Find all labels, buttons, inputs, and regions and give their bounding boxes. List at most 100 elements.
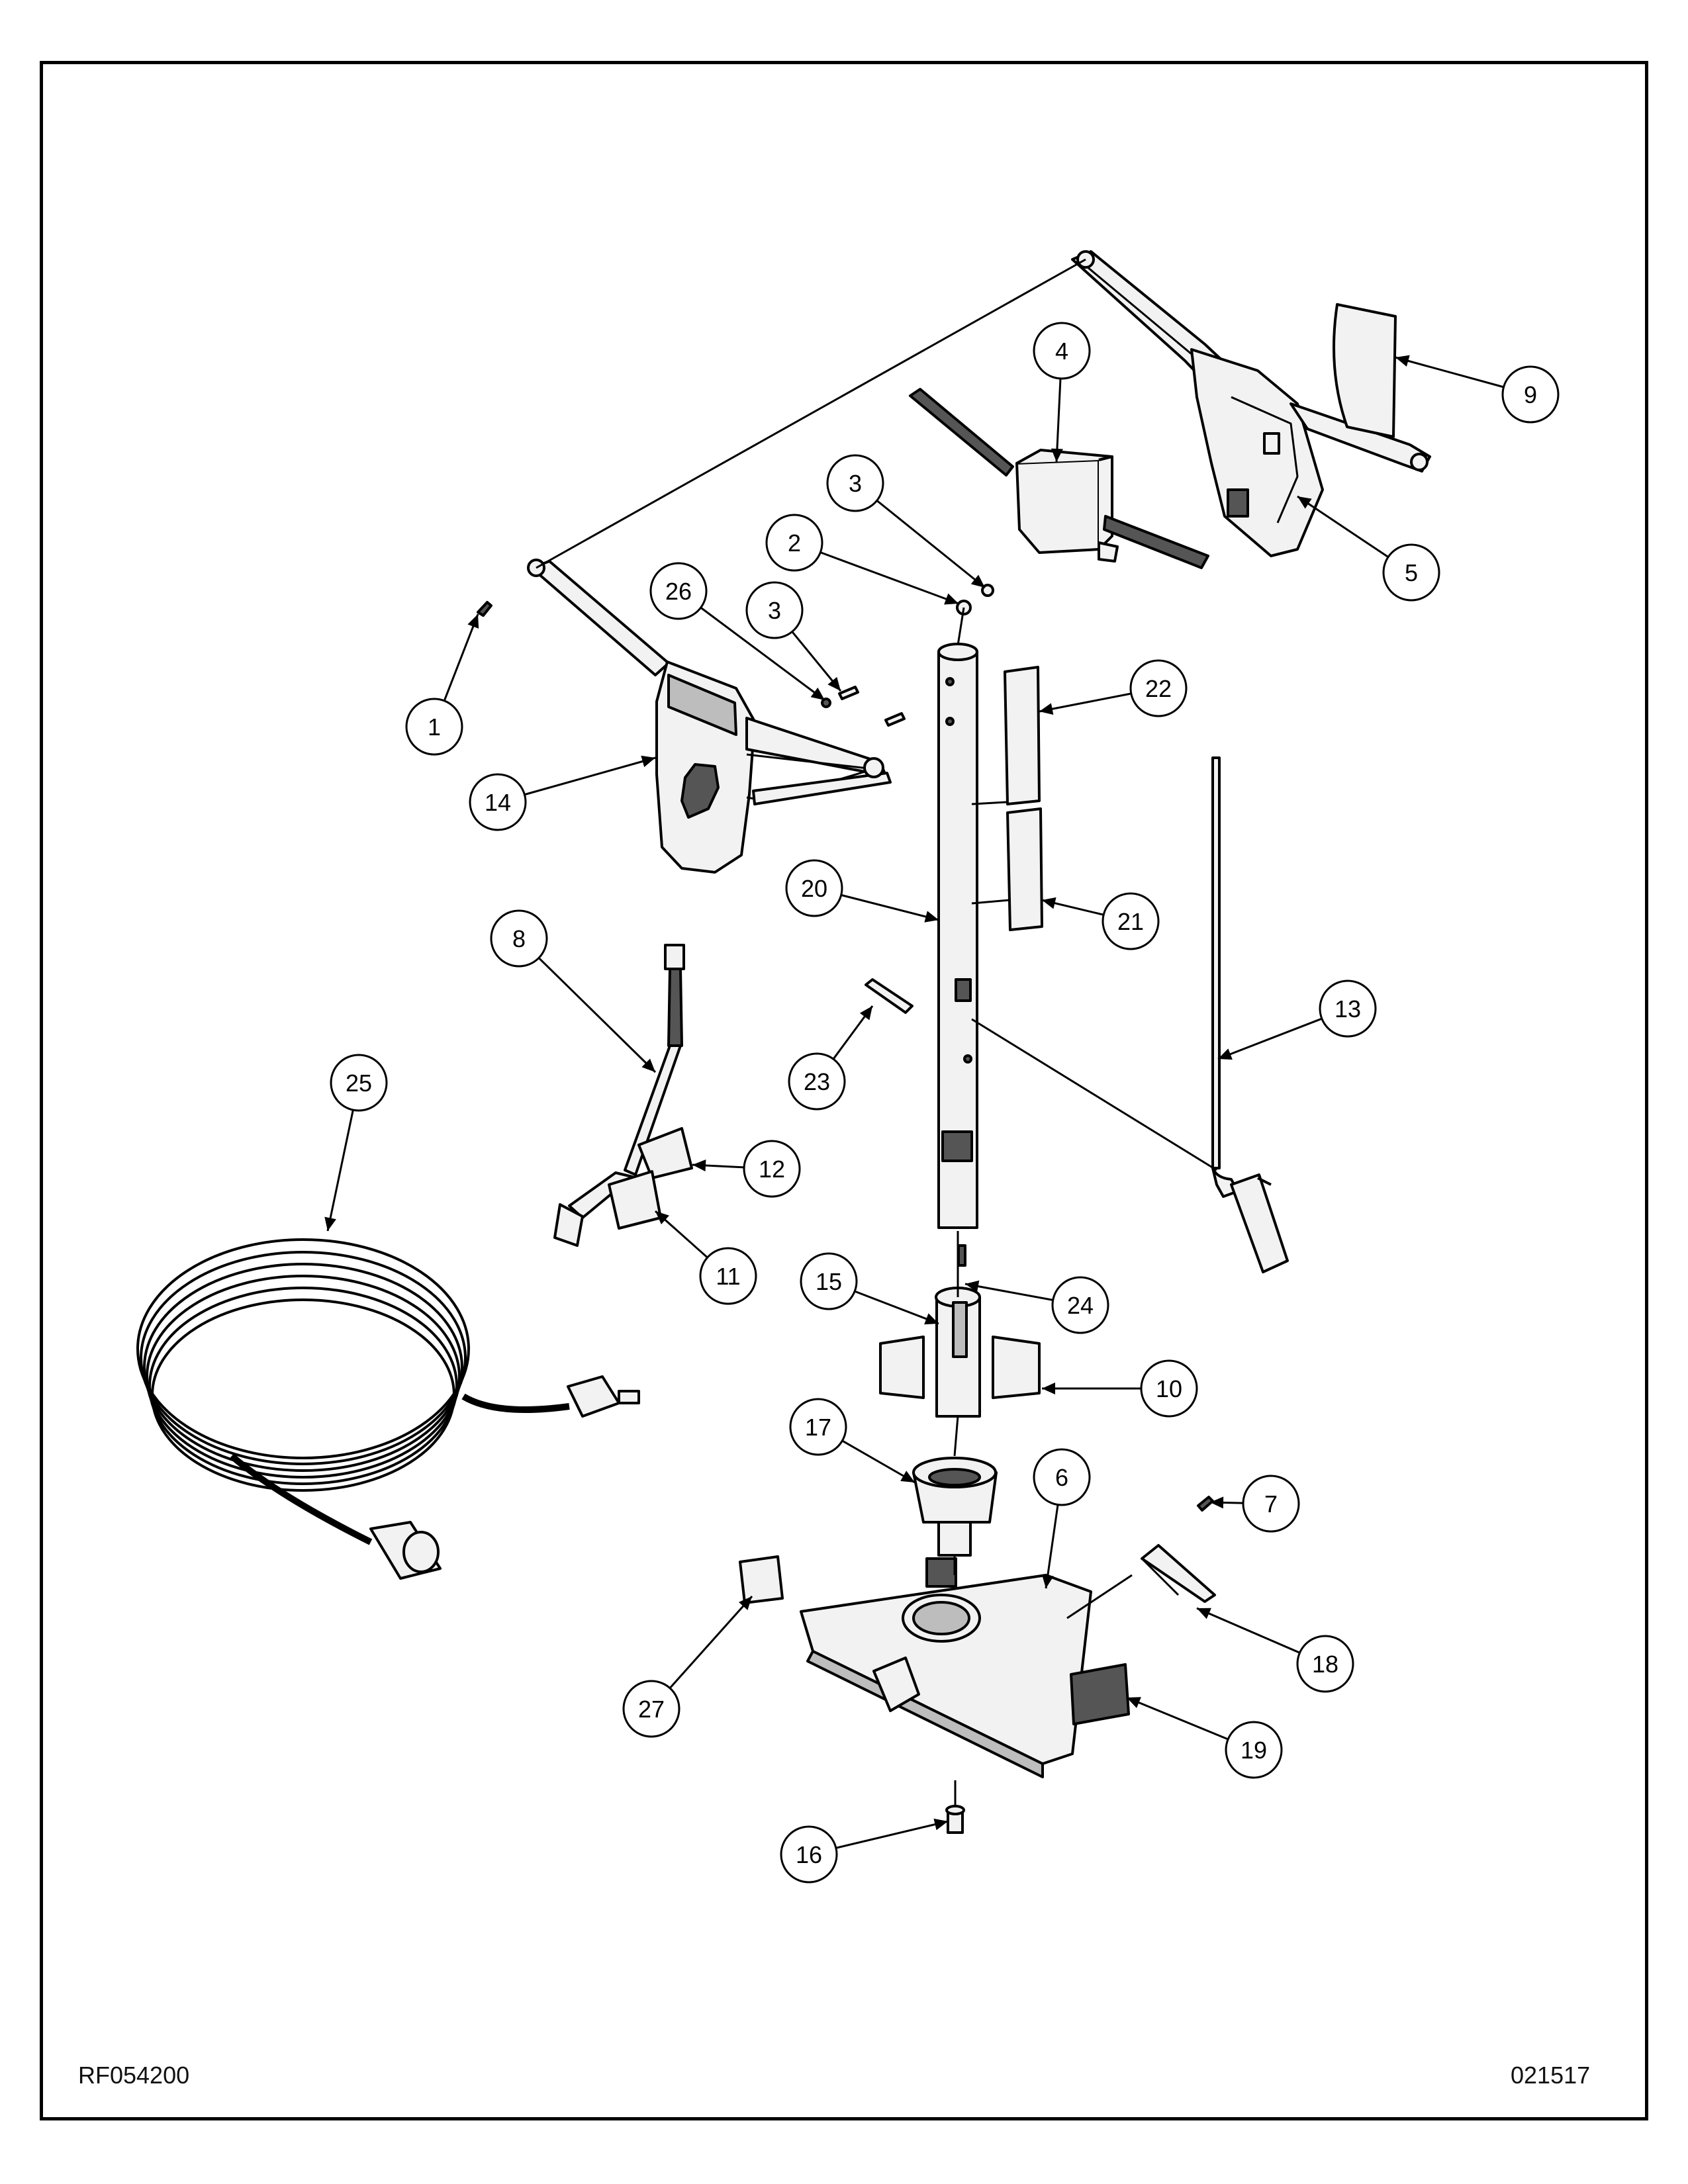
leader-arrow-1	[467, 614, 479, 629]
callout-number-19: 19	[1241, 1737, 1267, 1764]
leader-line-15	[854, 1290, 939, 1325]
part-8-power-lead	[553, 944, 685, 1247]
part-15-tube-coupler	[935, 1287, 981, 1418]
leader-arrow-3a	[970, 574, 985, 588]
callout-number-5: 5	[1405, 559, 1418, 586]
callout-number-12: 12	[759, 1156, 785, 1183]
callout-number-7: 7	[1264, 1490, 1278, 1518]
callout-number-4: 4	[1055, 338, 1068, 365]
leader-arrow-16	[933, 1818, 948, 1831]
callout-number-1: 1	[428, 713, 441, 741]
callout-circle-6	[1033, 1448, 1091, 1506]
leader-line-9	[1395, 356, 1504, 388]
callout-circle-4	[1033, 322, 1091, 380]
callout-circle-13	[1319, 979, 1377, 1038]
leader-arrow-20	[924, 911, 939, 923]
leader-arrow-17	[900, 1471, 915, 1482]
drawing-number: RF054200	[78, 2062, 190, 2089]
leader-arrow-9	[1395, 355, 1410, 367]
callout-balloons: 1233456789101112131415161718192021222324…	[324, 322, 1560, 1884]
leader-line-16	[835, 1820, 949, 1849]
callout-circle-24	[1051, 1276, 1109, 1334]
leader-arrow-19	[1127, 1697, 1141, 1708]
part-25-cord-receptacle	[369, 1521, 442, 1580]
leader-line-22	[1039, 692, 1132, 713]
leader-line-1	[443, 614, 479, 702]
leader-arrow-15	[924, 1313, 939, 1325]
part-21-tube-sleeve	[1006, 807, 1043, 931]
callout-circle-15	[800, 1252, 858, 1310]
leader-line-4	[1055, 378, 1062, 463]
callout-circle-18	[1296, 1635, 1354, 1693]
callout-circle-11	[699, 1247, 757, 1305]
leader-arrow-18	[1197, 1608, 1211, 1619]
callout-circle-17	[789, 1398, 847, 1456]
callout-circle-26	[649, 562, 708, 620]
callout-circle-2	[765, 514, 823, 572]
leader-line-20	[841, 893, 939, 921]
leader-line-25	[326, 1109, 354, 1232]
callout-number-18: 18	[1312, 1651, 1338, 1678]
callout-circle-14	[469, 773, 527, 831]
callout-circle-21	[1102, 892, 1160, 950]
callout-number-15: 15	[816, 1268, 842, 1295]
part-5-handle-frame-rear	[1071, 250, 1431, 557]
part-6-base	[800, 1557, 1092, 1778]
callout-number-20: 20	[801, 875, 827, 902]
leader-arrow-13	[1218, 1048, 1233, 1060]
leader-line-24	[964, 1283, 1053, 1301]
callout-number-27: 27	[638, 1696, 665, 1723]
callout-number-3a: 3	[849, 470, 862, 497]
callout-number-9: 9	[1524, 381, 1537, 408]
part-25-cord-plug	[567, 1375, 640, 1418]
leader-arrow-3b	[827, 676, 841, 691]
leader-arrow-2	[944, 593, 959, 605]
leader-arrow-22	[1039, 703, 1054, 715]
drawing-border	[40, 61, 1648, 2120]
part-3-screw-lower-2	[884, 712, 906, 727]
callout-number-26: 26	[665, 578, 692, 605]
callout-circle-10	[1140, 1359, 1198, 1418]
part-14-handle-front	[527, 559, 892, 874]
part-20-main-tube	[937, 643, 978, 1229]
callout-circle-25	[330, 1054, 388, 1112]
callout-number-16: 16	[796, 1841, 822, 1868]
callout-circle-12	[743, 1140, 801, 1198]
callout-circle-9	[1501, 365, 1560, 424]
leader-line-19	[1126, 1696, 1229, 1741]
part-9-label	[1333, 303, 1397, 438]
callout-number-21: 21	[1117, 908, 1144, 935]
part-22-tube-sleeve	[1004, 666, 1041, 805]
leader-arrow-11	[655, 1211, 669, 1225]
leader-arrow-6	[1041, 1574, 1054, 1588]
part-23-pin	[865, 978, 914, 1014]
callout-circle-5	[1382, 543, 1440, 602]
leader-arrow-12	[692, 1160, 706, 1171]
callout-number-22: 22	[1145, 675, 1172, 702]
callout-circle-27	[622, 1680, 680, 1738]
leader-arrow-26	[810, 687, 825, 700]
callout-circle-20	[785, 859, 843, 917]
leader-line-26	[700, 606, 825, 702]
callout-number-14: 14	[485, 789, 511, 816]
leader-arrow-21	[1042, 897, 1056, 909]
callout-circle-22	[1129, 659, 1188, 717]
leader-arrow-10	[1042, 1383, 1055, 1394]
leader-line-13	[1217, 1017, 1323, 1060]
leader-arrow-5	[1297, 496, 1312, 509]
part-4-switch-assembly	[909, 388, 1209, 569]
callout-number-25: 25	[346, 1069, 372, 1097]
part-24-pin	[957, 1244, 966, 1267]
leader-line-18	[1196, 1607, 1301, 1654]
callout-circle-19	[1225, 1721, 1283, 1779]
leader-arrow-23	[859, 1006, 872, 1021]
callout-number-6: 6	[1055, 1464, 1068, 1491]
part-25-extension-cord	[136, 1238, 570, 1545]
part-12-cord-label	[637, 1127, 693, 1179]
callout-circle-7	[1242, 1475, 1300, 1533]
part-27-base-label	[739, 1555, 784, 1604]
callout-circle-3a	[826, 454, 884, 512]
leader-line-14	[524, 756, 656, 796]
part-3-screw-lower	[838, 686, 859, 700]
